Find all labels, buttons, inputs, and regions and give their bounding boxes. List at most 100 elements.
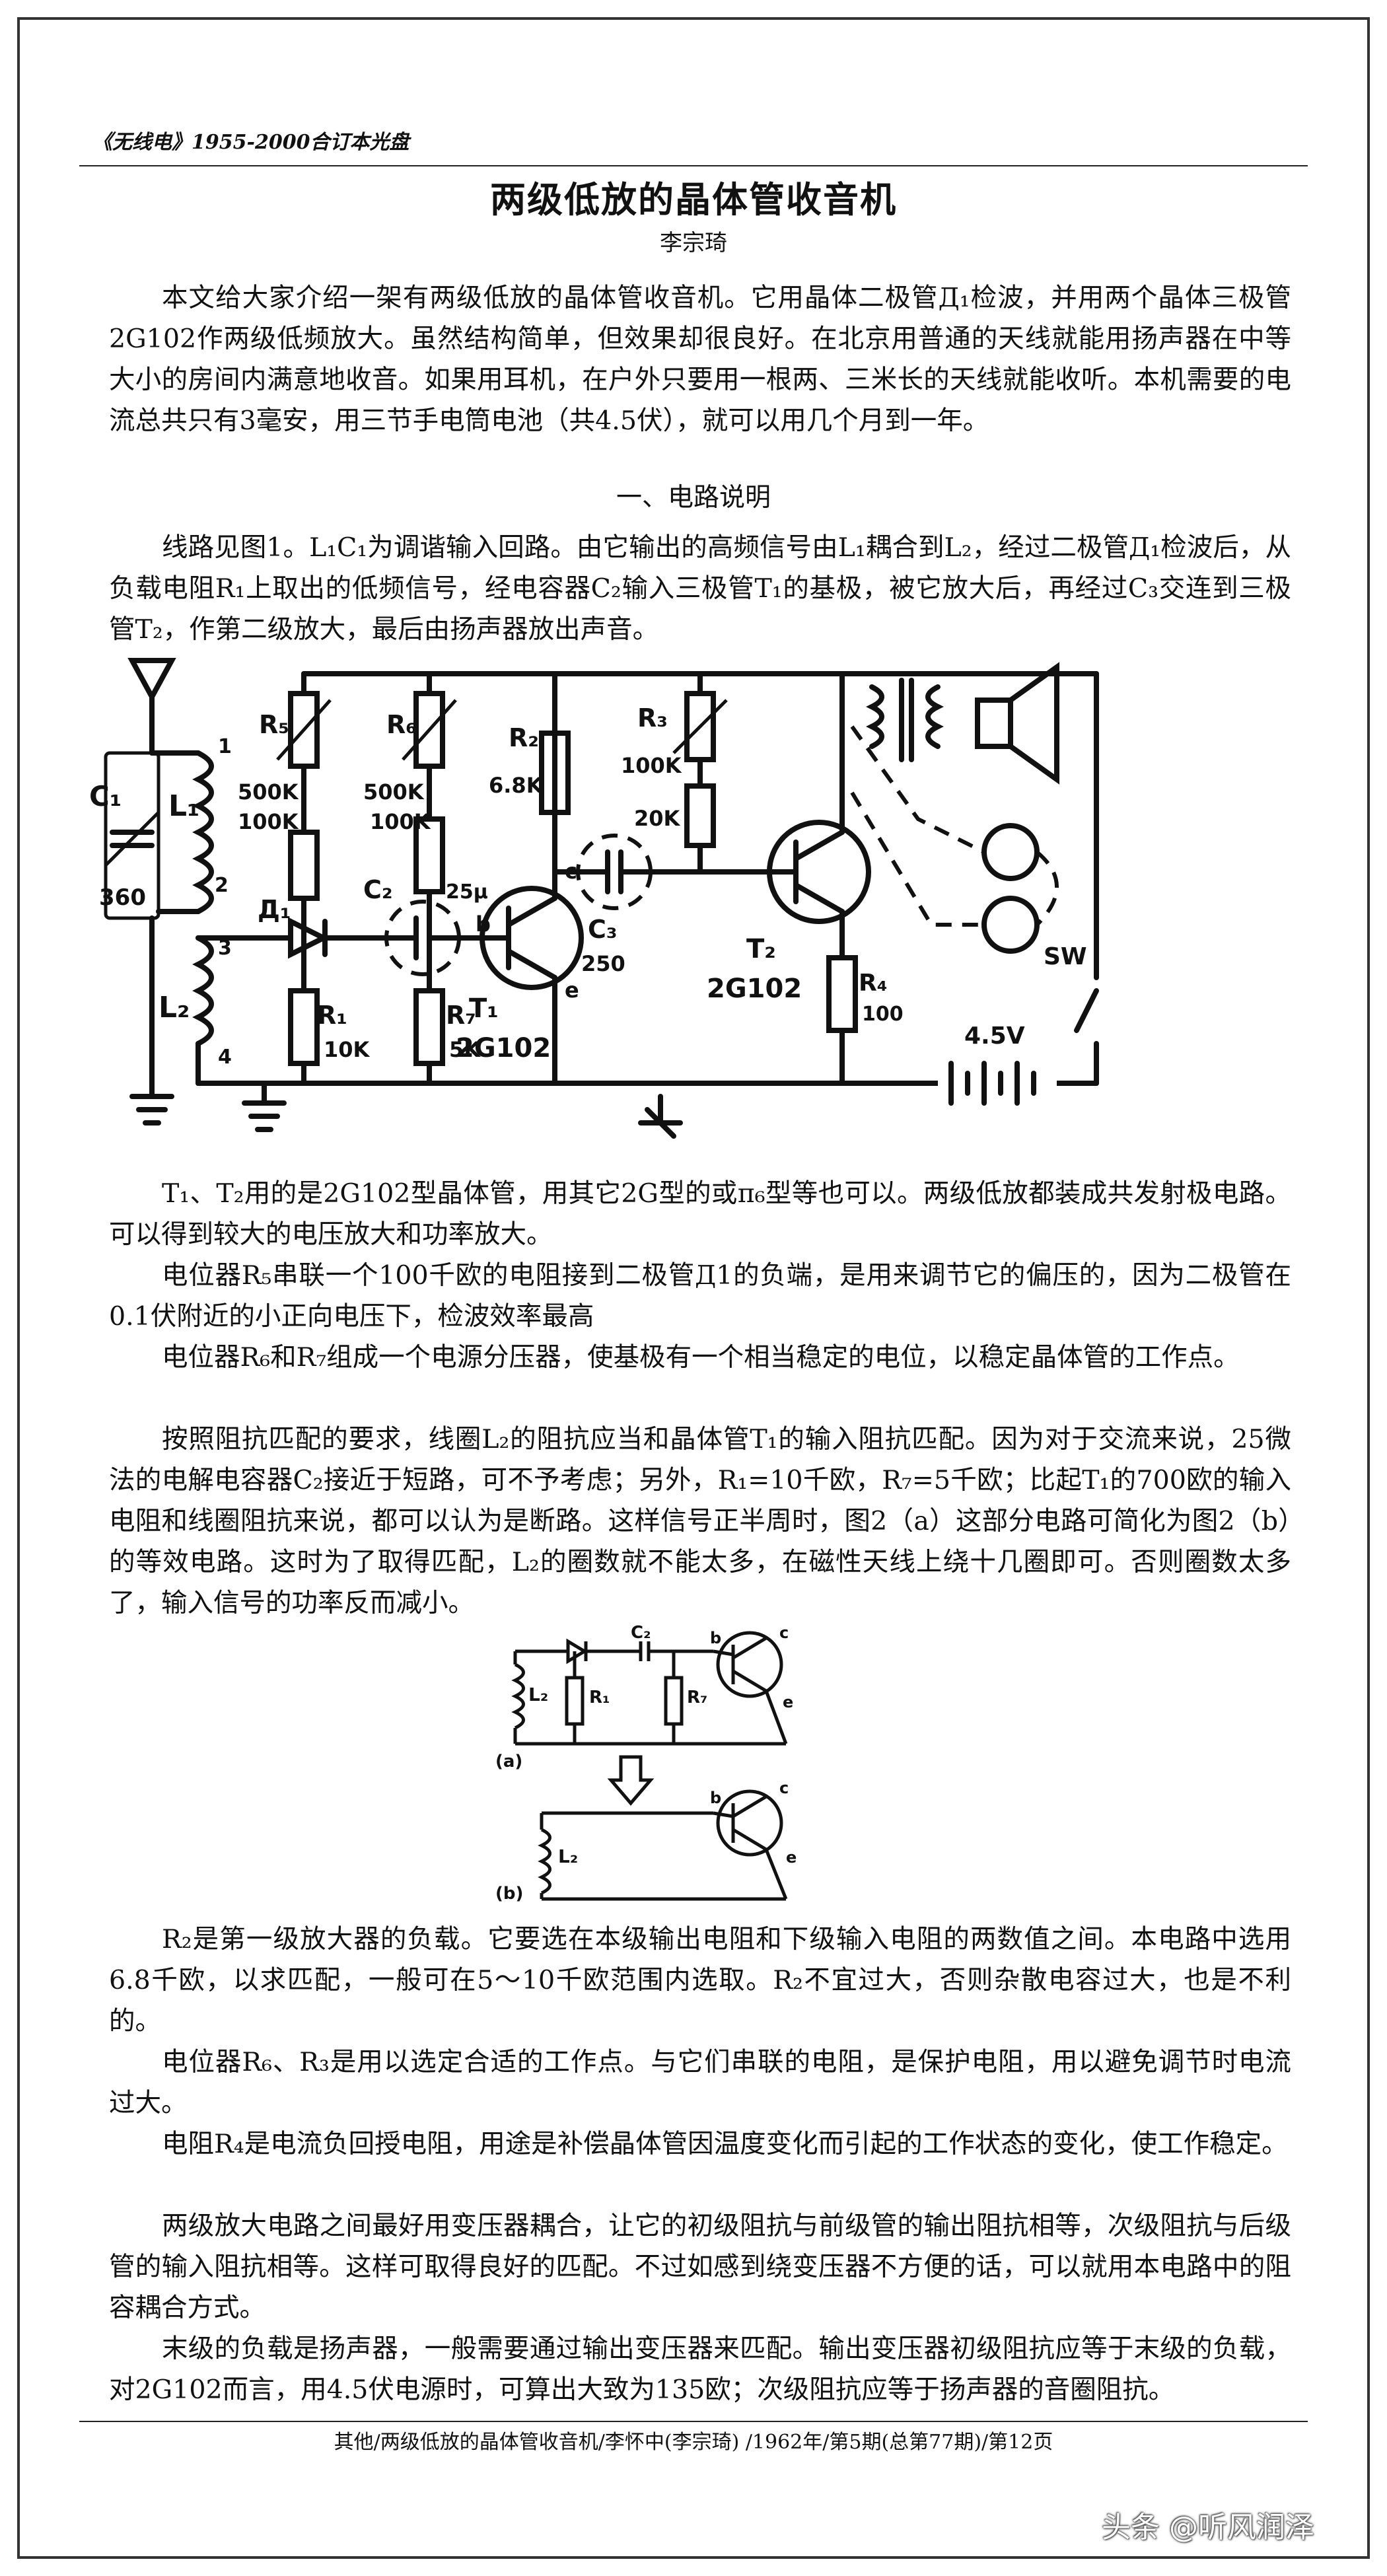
diode-d1 <box>288 917 330 959</box>
label-t2-model: 2G102 <box>707 974 802 1004</box>
footer-rule <box>79 2421 1308 2422</box>
speaker-icon <box>975 698 1013 749</box>
fig2a-label-l2: L₂ <box>528 1684 548 1705</box>
fig2b-label-e: e <box>786 1848 797 1867</box>
fig2-label-b: (b) <box>495 1884 523 1904</box>
label-r6-res-value: 100K <box>370 809 431 834</box>
label-c3-value: 250 <box>581 951 625 976</box>
c1-variable-capacitor <box>104 751 160 920</box>
earphone-icon-2 <box>981 896 1040 954</box>
label-l1: L₁ <box>168 789 199 823</box>
fig2a-l2-coil <box>511 1663 525 1730</box>
transistor-t1 <box>480 886 584 990</box>
label-t1-collector: c <box>565 859 577 884</box>
fig2a-label-c: c <box>779 1625 789 1642</box>
ground-icon-1 <box>129 915 174 1126</box>
fig2a-r1 <box>565 1676 585 1726</box>
label-battery: 4.5V <box>964 1022 1025 1050</box>
r4-resistor <box>826 955 858 1033</box>
fig2b-l2-coil <box>538 1828 551 1895</box>
article-author: 李宗琦 <box>660 230 727 256</box>
label-t1: T₁ <box>469 993 499 1024</box>
label-node-4: 4 <box>218 1046 232 1069</box>
switch-sw <box>1074 988 1099 1033</box>
r1-resistor <box>288 988 320 1066</box>
watermark: 头条 @听风润泽 <box>1102 2511 1314 2544</box>
paragraph-r4: 电阻R₄是电流负回授电阻，用途是补偿晶体管因温度变化而引起的工作状态的变化，使工… <box>162 2129 1288 2159</box>
label-t1-base: b <box>476 912 491 937</box>
label-r1-value: 10K <box>324 1037 371 1062</box>
label-node-2: 2 <box>215 874 229 897</box>
label-c3: C₃ <box>588 915 618 944</box>
label-r5-res-value: 100K <box>238 809 299 834</box>
label-t1-emitter: e <box>565 978 579 1003</box>
figure2-schematic: L₂ R₁ R₇ C₂ b c e (a) L₂ b c e (b) <box>495 1625 797 1904</box>
label-d1: Д₁ <box>258 895 291 924</box>
r2-resistor <box>539 731 571 815</box>
l1-coil <box>192 750 214 914</box>
paragraph-load: 末级的负载是扬声器，一般需要通过输出变压器来匹配。输出变压器初级阻抗应等于末级的… <box>109 2334 1291 2405</box>
label-r6-pot-value: 500K <box>363 779 425 805</box>
label-r2-value: 6.8K <box>489 773 544 798</box>
fig2-label-a: (a) <box>495 1752 522 1771</box>
label-sw: SW <box>1044 943 1087 970</box>
chassis-icon <box>638 1094 683 1139</box>
fig2a-transistor <box>716 1631 783 1698</box>
article-title: 两级低放的晶体管收音机 <box>490 178 897 221</box>
label-c2-value: 25μ <box>446 880 488 904</box>
label-node-3: 3 <box>218 937 232 960</box>
label-c1-value: 360 <box>99 884 146 911</box>
label-c2: C₂ <box>363 875 393 904</box>
footer-citation: 其他/两级低放的晶体管收音机/李怀中(李宗琦) /1962年/第5期(总第77期… <box>334 2431 1053 2454</box>
label-t1-model: 2G102 <box>456 1033 551 1063</box>
paragraph-r2: R₂是第一级放大器的负载。它要选在本级输出电阻和下级输入电阻的两数值之间。本电路… <box>109 1924 1291 2036</box>
fig2b-label-b: b <box>710 1789 721 1807</box>
transistor-t2 <box>767 820 871 924</box>
fig2a-label-e: e <box>783 1693 793 1711</box>
r5-series-resistor <box>288 830 320 901</box>
fig2a-r7 <box>664 1676 684 1726</box>
c2-highlight <box>384 900 461 976</box>
paragraph-r6r3: 电位器R₆、R₃是用以选定合适的工作点。与它们串联的电阻，是保护电阻，用以避免调… <box>109 2047 1291 2118</box>
ground-icon-2 <box>242 1081 287 1132</box>
label-node-1: 1 <box>218 735 232 758</box>
label-r4: R₄ <box>859 970 888 997</box>
down-arrow-icon <box>607 1755 655 1806</box>
header-rule <box>79 165 1308 166</box>
fig2b-label-l2: L₂ <box>558 1845 578 1867</box>
label-c1: C₁ <box>89 780 122 812</box>
earphone-icon-1 <box>981 823 1040 881</box>
paragraph-r6r7: 电位器R₆和R₇组成一个电源分压器，使基极有一个相当稳定的电位，以稳定晶体管的工… <box>162 1342 1240 1373</box>
figure1-schematic: C₁ 360 L₁ 1 2 3 4 Д₁ L₂ R₅ 500K 100K R₆ … <box>89 658 1099 1139</box>
l2-coil <box>192 935 214 1046</box>
output-transformer <box>866 684 884 749</box>
section-heading: 一、电路说明 <box>616 483 771 513</box>
label-r7-value: 5K <box>449 1037 481 1062</box>
header-source: 《无线电》1955-2000合订本光盘 <box>92 131 409 154</box>
label-r6: R₆ <box>386 710 417 739</box>
label-l2: L₂ <box>159 991 190 1024</box>
paragraph-circuit: 线路见图1。L₁C₁为调谐输入回路。由它输出的高频信号由L₁耦合到L₂，经过二极… <box>109 532 1291 645</box>
fig2b-transistor <box>716 1789 783 1857</box>
label-r3-res-value: 20K <box>634 806 681 831</box>
label-r3-pot-value: 100K <box>621 753 682 778</box>
fig2a-label-c2: C₂ <box>631 1625 651 1643</box>
paragraph-t1t2: T₁、T₂用的是2G102型晶体管，用其它2G型的或π₆型等也可以。两级低放都装… <box>109 1178 1291 1250</box>
label-r5-pot-value: 500K <box>238 779 299 805</box>
label-r4-value: 100 <box>862 1003 904 1026</box>
label-r7: R₇ <box>446 1001 476 1030</box>
label-t2: T₂ <box>746 934 776 964</box>
fig2a-label-r1: R₁ <box>589 1688 610 1707</box>
fig2a-label-r7: R₇ <box>687 1688 707 1707</box>
paragraph-matching: 按照阻抗匹配的要求，线圈L₂的阻抗应当和晶体管T₁的输入阻抗匹配。因为对于交流来… <box>109 1424 1291 1618</box>
label-r3: R₃ <box>637 703 668 733</box>
c3-highlight <box>576 834 653 910</box>
r7-resistor <box>413 988 445 1066</box>
fig2a-label-b: b <box>710 1629 721 1647</box>
paragraph-intro: 本文给大家介绍一架有两级低放的晶体管收音机。它用晶体二极管Д₁检波，并用两个晶体… <box>109 283 1291 436</box>
label-r5: R₅ <box>259 710 289 739</box>
r3-series-resistor <box>684 783 716 848</box>
label-r1: R₁ <box>317 1001 347 1030</box>
paragraph-coupling: 两级放大电路之间最好用变压器耦合，让它的初级阻抗与前级管的输出阻抗相等，次级阻抗… <box>109 2211 1291 2323</box>
fig2b-label-c: c <box>779 1779 789 1797</box>
